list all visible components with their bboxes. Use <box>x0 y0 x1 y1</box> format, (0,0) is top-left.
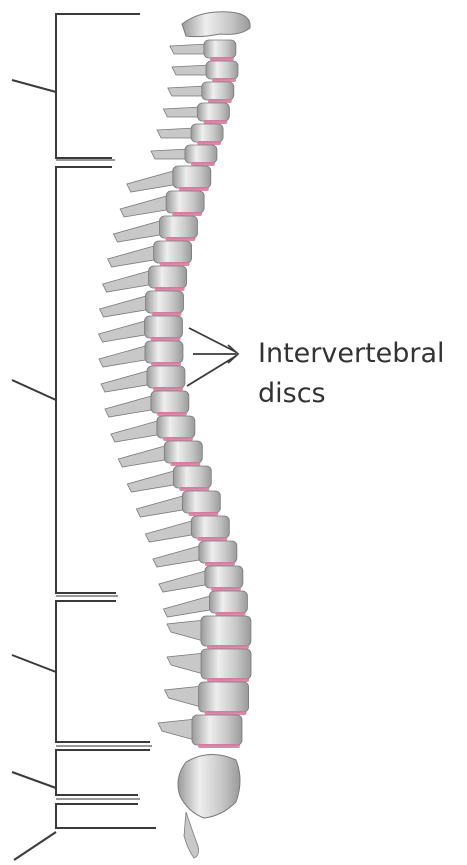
intervertebral-disc <box>170 462 200 466</box>
intervertebral-disc <box>212 78 236 82</box>
spinous-process <box>99 320 151 342</box>
intervertebral-disc <box>203 120 227 124</box>
vertebral-body <box>191 124 223 142</box>
intervertebral-disc <box>152 312 182 316</box>
vertebra <box>163 103 229 121</box>
intervertebral-disc <box>211 587 241 591</box>
vertebral-column <box>99 12 252 858</box>
vertebra <box>165 682 249 712</box>
spinous-process <box>145 520 197 542</box>
intervertebral-disc <box>197 537 227 541</box>
vertebral-body <box>149 266 187 288</box>
vertebral-body <box>204 40 236 58</box>
vertebra <box>157 124 223 142</box>
atlas-vertebra <box>182 12 250 37</box>
spinous-process <box>105 395 157 417</box>
vertebral-body <box>157 416 195 438</box>
cervical-bracket <box>12 14 140 160</box>
intervertebral-disc <box>191 162 215 166</box>
vertebra <box>167 616 251 646</box>
vertebral-body <box>151 391 189 413</box>
vertebral-body <box>209 591 247 613</box>
intervertebral-disc <box>207 678 249 682</box>
sacrum <box>178 754 240 818</box>
vertebra <box>151 145 217 163</box>
intervertebral-disc <box>197 141 221 145</box>
spinous-process <box>113 220 165 242</box>
intervertebral-disc <box>153 387 183 391</box>
spinous-process <box>111 420 163 442</box>
intervertebral-disc <box>165 237 195 241</box>
vertebral-body <box>199 682 249 712</box>
pointer-line-lower <box>187 356 236 386</box>
spinous-process <box>108 245 160 267</box>
vertebral-body <box>182 491 220 513</box>
vertebral-body <box>154 241 192 263</box>
disc-pointer-lines <box>187 328 238 386</box>
spinous-process <box>127 470 179 492</box>
spinous-process <box>136 495 188 517</box>
spinous-process <box>118 445 170 467</box>
intervertebral-disc <box>198 744 240 748</box>
vertebral-body <box>147 366 185 388</box>
spinous-process <box>99 345 151 367</box>
coccyx <box>184 812 199 858</box>
pointer-line-upper <box>189 328 236 352</box>
vertebral-body <box>159 216 197 238</box>
vertebral-body <box>185 145 217 163</box>
thoracic-bracket <box>12 167 118 596</box>
vertebral-body <box>145 316 183 338</box>
spinous-process <box>103 270 155 292</box>
vertebra <box>167 649 251 679</box>
vertebral-body <box>202 82 234 100</box>
vertebral-body <box>191 516 229 538</box>
intervertebral-disc <box>205 711 247 715</box>
spinous-process <box>163 595 215 617</box>
intervertebral-disc <box>205 562 235 566</box>
intervertebral-disc <box>215 612 245 616</box>
intervertebral-disc <box>155 287 185 291</box>
spinous-process <box>120 195 172 217</box>
vertebra <box>168 82 234 100</box>
vertebral-body <box>199 541 237 563</box>
vertebral-body <box>164 441 202 463</box>
vertebral-body <box>201 649 251 679</box>
intervertebral-disc <box>179 187 209 191</box>
vertebral-body <box>166 191 204 213</box>
disc-label-line2: discs <box>258 377 326 411</box>
intervertebral-disc <box>157 412 187 416</box>
intervertebral-disc <box>172 212 202 216</box>
spinous-process <box>100 295 152 317</box>
spinous-process <box>153 545 205 567</box>
vertebral-body <box>145 341 183 363</box>
sacrum-bracket <box>12 750 150 799</box>
vertebral-body <box>197 103 229 121</box>
intervertebral-disc <box>151 362 181 366</box>
spinous-process <box>101 370 153 392</box>
intervertebral-disc <box>179 487 209 491</box>
lumbar-bracket <box>12 601 152 746</box>
vertebral-body <box>173 166 211 188</box>
vertebral-body <box>201 616 251 646</box>
spinous-process <box>127 170 179 192</box>
vertebral-body <box>192 715 242 745</box>
intervertebral-disc <box>188 512 218 516</box>
vertebral-body <box>173 466 211 488</box>
intervertebral-disc <box>160 262 190 266</box>
intervertebral-disc <box>207 645 249 649</box>
vertebral-body <box>146 291 184 313</box>
vertebra <box>172 61 238 79</box>
disc-label-line1: Intervertebral <box>258 337 445 371</box>
vertebral-body <box>206 61 238 79</box>
spinous-process <box>159 570 211 592</box>
vertebral-body <box>205 566 243 588</box>
intervertebral-disc <box>208 99 232 103</box>
vertebra <box>170 40 236 58</box>
intervertebral-disc <box>163 437 193 441</box>
intervertebral-disc <box>151 337 181 341</box>
intervertebral-disc <box>210 57 234 61</box>
vertebra <box>158 715 242 745</box>
coccyx-bracket <box>14 804 156 860</box>
